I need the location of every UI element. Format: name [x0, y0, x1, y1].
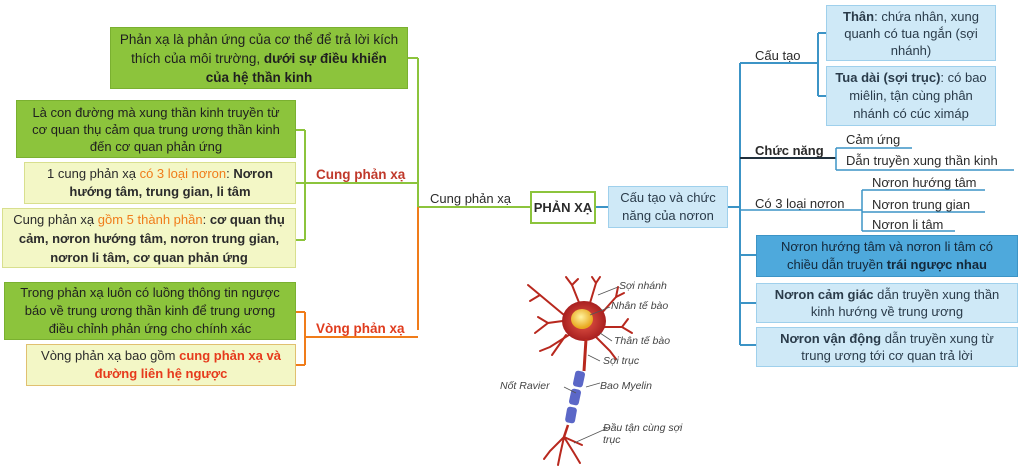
loai-noron-trung-gian: Nơron trung gian: [872, 197, 971, 212]
tua-dai-box: Tua dài (sợi trục): có bao miêlin, tận c…: [826, 66, 996, 126]
huong-li-tam-bold: trái ngược nhau: [886, 257, 987, 272]
neuron-label-dau-tan-cung: Đầu tận cùng sợi trục: [603, 422, 683, 446]
tua-dai-bold: Tua dài (sợi trục): [835, 70, 941, 85]
vong-phan-xa-label: Vòng phản xạ: [316, 321, 405, 336]
neuron-label-soi-truc: Sợi trục: [603, 355, 640, 367]
cung-components-highlight: gồm 5 thành phần: [97, 211, 203, 227]
than-text: : chứa nhân, xung quanh có tua ngắn (sợi…: [844, 8, 979, 58]
cung-neuron-types-text-a: 1 cung phản xạ: [47, 166, 140, 181]
neuron-label-than-te-bao: Thân tế bào: [614, 335, 671, 347]
vong-composition-text-a: Vòng phản xạ bao gồm: [41, 348, 180, 363]
huong-li-tam-box: Nơron hướng tâm và nơron li tâm có chiều…: [756, 235, 1018, 277]
neuron-illustration: [527, 276, 633, 466]
noron-van-dong-text: dẫn truyền xung từ trung ương tới cơ qua…: [801, 331, 994, 363]
than-bold: Thân: [843, 8, 875, 24]
chuc-nang-item-dan-truyen: Dẫn truyền xung thần kinh: [846, 153, 998, 168]
noron-cam-giac-bold: Nơron cảm giác: [774, 287, 874, 302]
huong-li-tam-text: Nơron hướng tâm và nơron li tâm có chiều…: [780, 239, 994, 272]
noron-van-dong-bold: Nơron vận động: [780, 331, 882, 346]
cung-definition-text: Là con đường mà xung thần kinh truyền từ…: [32, 104, 280, 154]
definition-bold-text: dưới sự điều khiển của hệ thần kinh: [205, 50, 387, 85]
neuron-label-not-ravier: Nốt Ravier: [500, 380, 550, 392]
definition-text: Phản xạ là phản ứng của cơ thể để trả lờ…: [119, 31, 399, 66]
vong-feedback-text: Trong phản xạ luôn có luồng thông tin ng…: [20, 285, 280, 336]
cung-neuron-types-bold: Nơron hướng tâm, trung gian, li tâm: [69, 166, 273, 199]
tua-dai-text: : có bao miêlin, tận cùng phân nhánh có …: [849, 70, 987, 121]
vong-composition-box: Vòng phản xạ bao gồm cung phản xạ và đườ…: [26, 344, 296, 386]
trunk-label-cung-phan-xa: Cung phản xạ: [430, 191, 511, 206]
cung-components-bold: cơ quan thụ cảm, nơron hướng tâm, nơron …: [18, 211, 285, 265]
chuc-nang-item-cam-ung: Cảm ứng: [846, 132, 901, 147]
cung-components-text-a: Cung phản xạ: [13, 211, 98, 227]
noron-cam-giac-text: dẫn truyền xung thần kinh hướng về trung…: [810, 287, 1000, 319]
than-box: Thân: chứa nhân, xung quanh có tua ngắn …: [826, 5, 996, 61]
cung-components-sep: :: [202, 211, 210, 227]
cung-neuron-types-highlight: có 3 loại nơron: [139, 166, 227, 181]
definition-box: Phản xạ là phản ứng của cơ thể để trả lờ…: [110, 27, 408, 89]
noron-cam-giac-box: Nơron cảm giác dẫn truyền xung thần kinh…: [756, 283, 1018, 323]
vong-feedback-box: Trong phản xạ luôn có luồng thông tin ng…: [4, 282, 296, 340]
vong-composition-highlight: cung phản xạ và đường liên hệ ngược: [94, 348, 281, 381]
cung-phan-xa-label: Cung phản xạ: [316, 167, 406, 182]
center-node-phan-xa: PHẢN XẠ: [530, 191, 596, 224]
cung-neuron-types-box: 1 cung phản xạ có 3 loại nơron: Nơron hư…: [24, 162, 296, 204]
neuron-label-soi-nhanh: Sợi nhánh: [619, 280, 667, 292]
loai-noron-li-tam: Nơron li tâm: [872, 217, 944, 232]
loai-noron-huong-tam: Nơron hướng tâm: [872, 175, 977, 190]
noron-van-dong-box: Nơron vận động dẫn truyền xung từ trung …: [756, 327, 1018, 367]
loai-noron-label: Có 3 loại nơron: [755, 196, 845, 211]
neuron-label-bao-myelin: Bao Myelin: [600, 380, 652, 392]
cung-definition-box: Là con đường mà xung thần kinh truyền từ…: [16, 100, 296, 158]
cung-neuron-types-sep: :: [226, 166, 234, 181]
neuron-hub-box: Cấu tạo và chức năng của nơron: [608, 186, 728, 228]
cau-tao-label: Cấu tạo: [755, 48, 801, 63]
neuron-label-nhan-te-bao: Nhân tế bào: [611, 300, 669, 312]
neuron-hub-text: Cấu tạo và chức năng của nơron: [620, 190, 716, 223]
cung-components-box: Cung phản xạ gồm 5 thành phần: cơ quan t…: [2, 208, 296, 268]
chuc-nang-label: Chức năng: [755, 143, 824, 158]
